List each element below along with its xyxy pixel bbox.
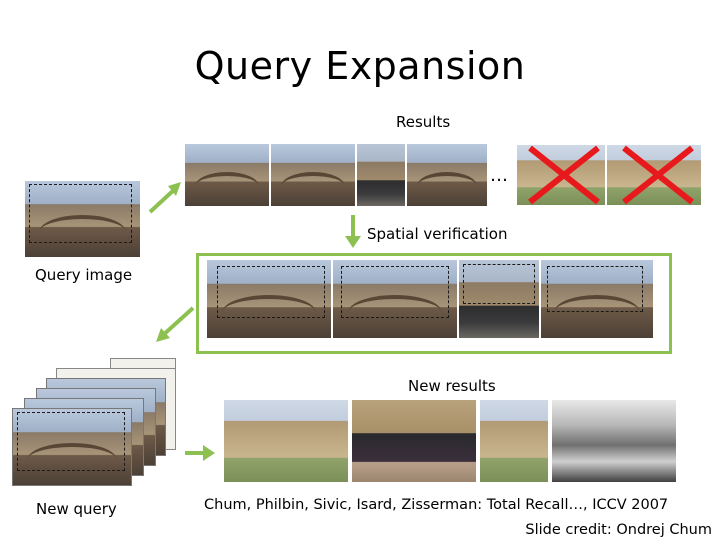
arrow-icon [148,182,181,214]
result-image [271,144,355,206]
spatial-verification-label: Spatial verification [367,225,508,243]
result-image [357,144,405,206]
new-results-label: New results [408,377,496,395]
verified-image [541,260,653,338]
verified-results-frame [196,253,672,354]
verified-image [459,260,539,338]
ellipsis: … [490,165,508,186]
arrow-icon [156,306,195,342]
reject-cross-icon [528,145,600,205]
result-image [407,144,487,206]
new-query-image [12,408,132,486]
verified-image [207,260,331,338]
arrow-icon [345,215,361,248]
slide-title: Query Expansion [194,44,526,88]
verified-image [333,260,457,338]
arrow-icon [185,445,215,461]
new-result-image [552,400,676,482]
citation: Chum, Philbin, Sivic, Isard, Zisserman: … [204,497,669,513]
query-image [25,181,140,257]
new-query-label: New query [36,500,117,518]
new-result-image [480,400,548,482]
slide-credit: Slide credit: Ondrej Chum [525,522,712,538]
new-result-image [352,400,476,482]
results-label: Results [396,113,451,131]
query-image-label: Query image [35,266,133,284]
result-image [185,144,269,206]
new-result-image [224,400,348,482]
reject-cross-icon [622,145,694,205]
